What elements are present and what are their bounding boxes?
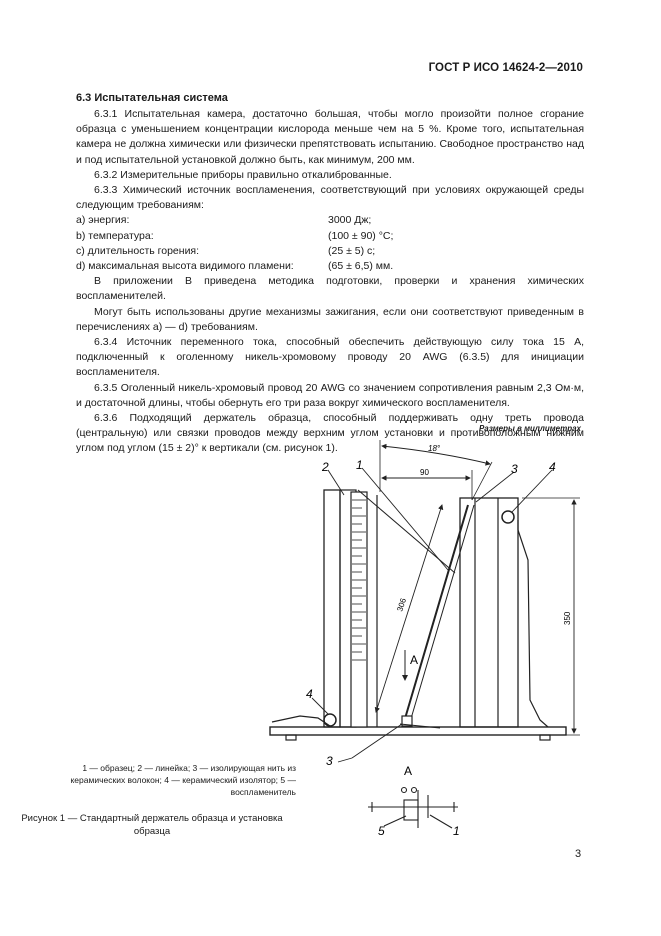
dim-306-label: 306	[395, 597, 408, 613]
requirement-item: a) энергия: 3000 Дж;	[76, 213, 584, 228]
paragraph-other-ignition: Могут быть использованы другие механизмы…	[76, 305, 584, 333]
paragraph-6-3-5: 6.3.5 Оголенный никель-хромовый провод 2…	[76, 381, 584, 409]
paragraph-appendix-b: В приложении В приведена методика подгот…	[76, 275, 584, 303]
dim-350-label: 350	[563, 611, 572, 625]
insulator-bottom	[323, 713, 337, 727]
requirement-item: c) длительность горения: (25 ± 5) с;	[76, 244, 584, 259]
view-a-detail	[368, 786, 458, 829]
paragraph-6-3-1: 6.3.1 Испытательная камера, достаточно б…	[76, 108, 584, 166]
requirement-label: a) энергия:	[76, 214, 130, 227]
callout-4-bottom: 4	[306, 687, 313, 701]
page-number: 3	[575, 848, 582, 860]
dimensions-note: Размеры в миллиметрах	[478, 424, 581, 433]
document-header: ГОСТ Р ИСО 14624-2—2010	[428, 62, 583, 74]
callout-3-top: 3	[511, 462, 518, 476]
view-a-title: A	[404, 764, 412, 778]
requirements-list: a) энергия: 3000 Дж; b) температура: (10…	[76, 213, 584, 274]
left-post	[323, 489, 341, 728]
paragraph-6-3-3: 6.3.3 Химический источник воспламенения,…	[76, 184, 584, 212]
paragraph-6-3-4: 6.3.4 Источник переменного тока, способн…	[76, 336, 584, 379]
right-post	[459, 497, 519, 728]
requirement-label: c) длительность горения:	[76, 244, 200, 257]
requirement-item: b) температура: (100 ± 90) °С;	[76, 229, 584, 244]
figure-legend: 1 — образец; 2 — линейка; 3 — изолирующа…	[70, 763, 296, 797]
callout-4-top: 4	[549, 460, 556, 474]
dim-90-label: 90	[420, 468, 429, 477]
figure-caption: Рисунок 1 — Стандартный держатель образц…	[21, 813, 283, 837]
ruler	[350, 491, 368, 728]
paragraph-6-3-2: 6.3.2 Измерительные приборы правильно от…	[94, 168, 392, 181]
requirement-value: 3000 Дж;	[328, 214, 372, 227]
requirement-label: d) максимальная высота видимого пламени:	[76, 260, 294, 273]
callout-1-detail: 1	[453, 824, 460, 838]
callout-2: 2	[321, 460, 329, 474]
requirement-value: (65 ± 6,5) мм.	[328, 260, 394, 273]
body-text: 6.3.1 Испытательная камера, достаточно б…	[76, 107, 584, 457]
requirement-item: d) максимальная высота видимого пламени:…	[76, 259, 584, 274]
view-a-label: A	[410, 653, 418, 667]
angle-label: 18°	[428, 444, 441, 453]
insulator-top	[501, 510, 515, 524]
requirement-value: (100 ± 90) °С;	[328, 229, 394, 242]
callout-3-bottom: 3	[326, 754, 333, 768]
ruler-ticks	[352, 499, 366, 661]
requirement-label: b) температура:	[76, 229, 154, 242]
base-plate	[269, 726, 567, 736]
section-title: 6.3 Испытательная система	[76, 92, 228, 104]
requirement-value: (25 ± 5) с;	[328, 244, 376, 257]
callout-1: 1	[356, 458, 363, 472]
callout-5: 5	[378, 824, 385, 838]
paragraph-6-3-6: 6.3.6 Подходящий держатель образца, спос…	[76, 412, 584, 455]
